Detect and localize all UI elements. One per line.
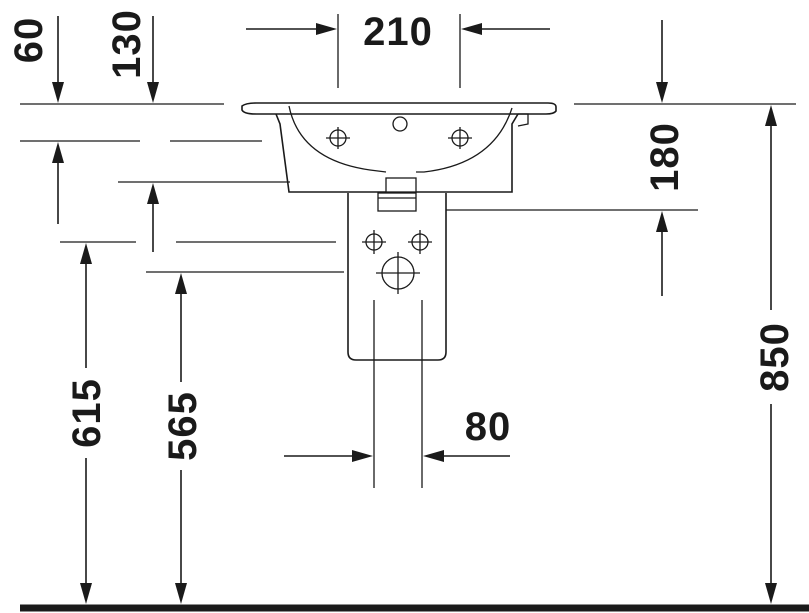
dimension-615	[52, 142, 92, 604]
label-80: 80	[465, 405, 512, 449]
washbasin	[241, 102, 557, 193]
label-60: 60	[7, 17, 51, 64]
dimension-80	[284, 450, 510, 462]
label-180: 180	[643, 122, 687, 192]
label-565: 565	[161, 391, 205, 461]
dimension-565	[147, 183, 187, 604]
label-850: 850	[753, 322, 797, 392]
siphon-cover	[347, 192, 447, 361]
label-130: 130	[105, 9, 149, 79]
tap-holes	[326, 116, 472, 149]
dimension-130	[147, 16, 159, 103]
label-615: 615	[65, 378, 109, 448]
dimension-850	[765, 105, 777, 604]
dimension-210	[246, 23, 550, 35]
dimension-180	[656, 20, 668, 296]
label-210: 210	[363, 10, 433, 54]
extension-lines	[20, 14, 796, 488]
dimension-60	[52, 16, 64, 103]
